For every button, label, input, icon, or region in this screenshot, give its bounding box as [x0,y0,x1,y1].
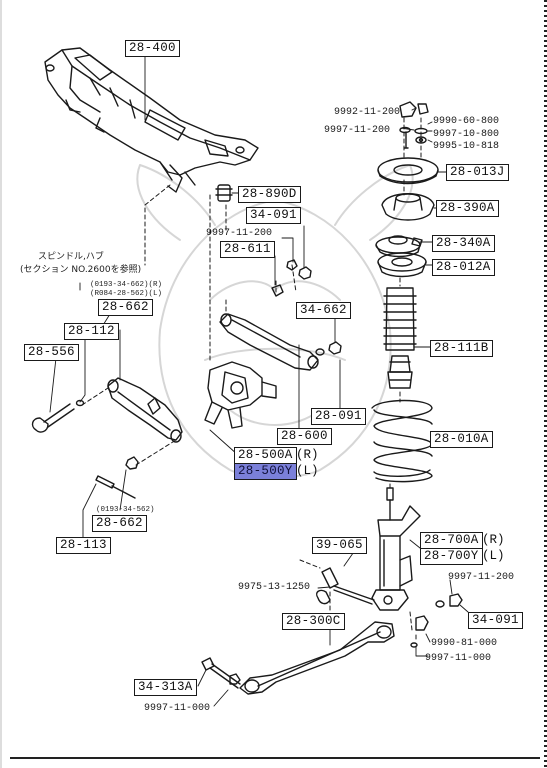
strut-assembly-28-700 [371,487,421,611]
alt-number-left: (R084-28-562)(L) [90,290,163,298]
note-line-2: (セクション NO.2600を参照) [20,265,142,275]
dust-boot-28-111B [383,287,417,389]
knuckle-spindle [204,361,277,429]
part-28-300C[interactable]: 28-300C [282,613,345,630]
part-28-112[interactable]: 28-112 [64,323,119,340]
nuts-upper [271,259,342,356]
part-9992-11-200[interactable]: 9992-11-200 [334,107,401,118]
part-28-091[interactable]: 28-091 [311,408,366,425]
part-9997-11-000-b[interactable]: 9997-11-000 [144,703,211,714]
bolt-34-313A [201,657,241,689]
bolts-left [31,399,139,499]
part-9995-10-818[interactable]: 9995-10-818 [433,141,500,152]
part-9990-81-000[interactable]: 9990-81-000 [431,638,498,649]
page-edge-left [0,0,2,768]
part-39-065[interactable]: 39-065 [312,537,367,554]
part-34-313A[interactable]: 34-313A [134,679,197,696]
part-28-556[interactable]: 28-556 [24,344,79,361]
part-28-390A[interactable]: 28-390A [436,200,499,217]
part-34-091-lower[interactable]: 34-091 [468,612,523,629]
page-edge-right [544,0,547,768]
part-28-500A[interactable]: 28-500A [234,447,297,464]
part-28-700A[interactable]: 28-700A [420,532,483,549]
part-28-400[interactable]: 28-400 [125,40,180,57]
alt-number-lower: (0193-34-562) [96,506,155,514]
part-9997-10-800[interactable]: 9997-10-800 [433,129,500,140]
mount-insulator-28-013J [377,157,439,185]
suffix-left-28-500Y: (L) [296,464,319,478]
part-28-700Y[interactable]: 28-700Y [420,548,483,565]
part-9997-11-000-a[interactable]: 9997-11-000 [425,653,492,664]
spring-seat-28-012A [377,252,427,278]
part-34-662[interactable]: 34-662 [296,302,351,319]
part-9997-11-200-b[interactable]: 9997-11-200 [206,228,273,239]
part-34-091-upper[interactable]: 34-091 [246,207,301,224]
part-28-113[interactable]: 28-113 [56,537,111,554]
part-28-010A[interactable]: 28-010A [430,431,493,448]
lateral-link-28-600 [219,313,319,371]
part-28-600[interactable]: 28-600 [277,428,332,445]
leader-lines [49,55,469,707]
part-28-012A[interactable]: 28-012A [432,259,495,276]
part-28-890D[interactable]: 28-890D [238,186,301,203]
part-9990-60-800[interactable]: 9990-60-800 [433,116,500,127]
part-28-013J[interactable]: 28-013J [446,164,509,181]
lower-link-28-300C [239,621,395,695]
alt-number-right: (0193-34-662)(R) [90,281,163,289]
part-9975-13-1250[interactable]: 9975-13-1250 [238,582,311,593]
crossmember-28-400 [44,47,259,193]
part-28-340A[interactable]: 28-340A [432,235,495,252]
bushing-28-890D [215,184,233,202]
trailing-arm-28-500 [107,377,183,443]
reference-lines [81,117,422,643]
part-28-662-lower[interactable]: 28-662 [92,515,147,532]
strut-mount-28-390A [381,193,435,221]
suffix-right-28-500A: (R) [296,448,319,462]
suffix-right-28-700A: (R) [482,533,505,547]
part-28-611[interactable]: 28-611 [220,241,275,258]
note-line-1: スピンドル,ハブ [38,252,104,262]
coil-spring-28-010A [371,399,433,483]
part-28-662-upper[interactable]: 28-662 [98,299,153,316]
suffix-left-28-700Y: (L) [482,549,505,563]
part-9997-11-200-a[interactable]: 9997-11-200 [324,125,391,136]
footer-rule [10,757,540,759]
bolts-right [316,567,463,648]
part-28-111B[interactable]: 28-111B [430,340,493,357]
part-28-500Y[interactable]: 28-500Y [234,463,297,480]
part-9997-11-200-c[interactable]: 9997-11-200 [448,572,515,583]
